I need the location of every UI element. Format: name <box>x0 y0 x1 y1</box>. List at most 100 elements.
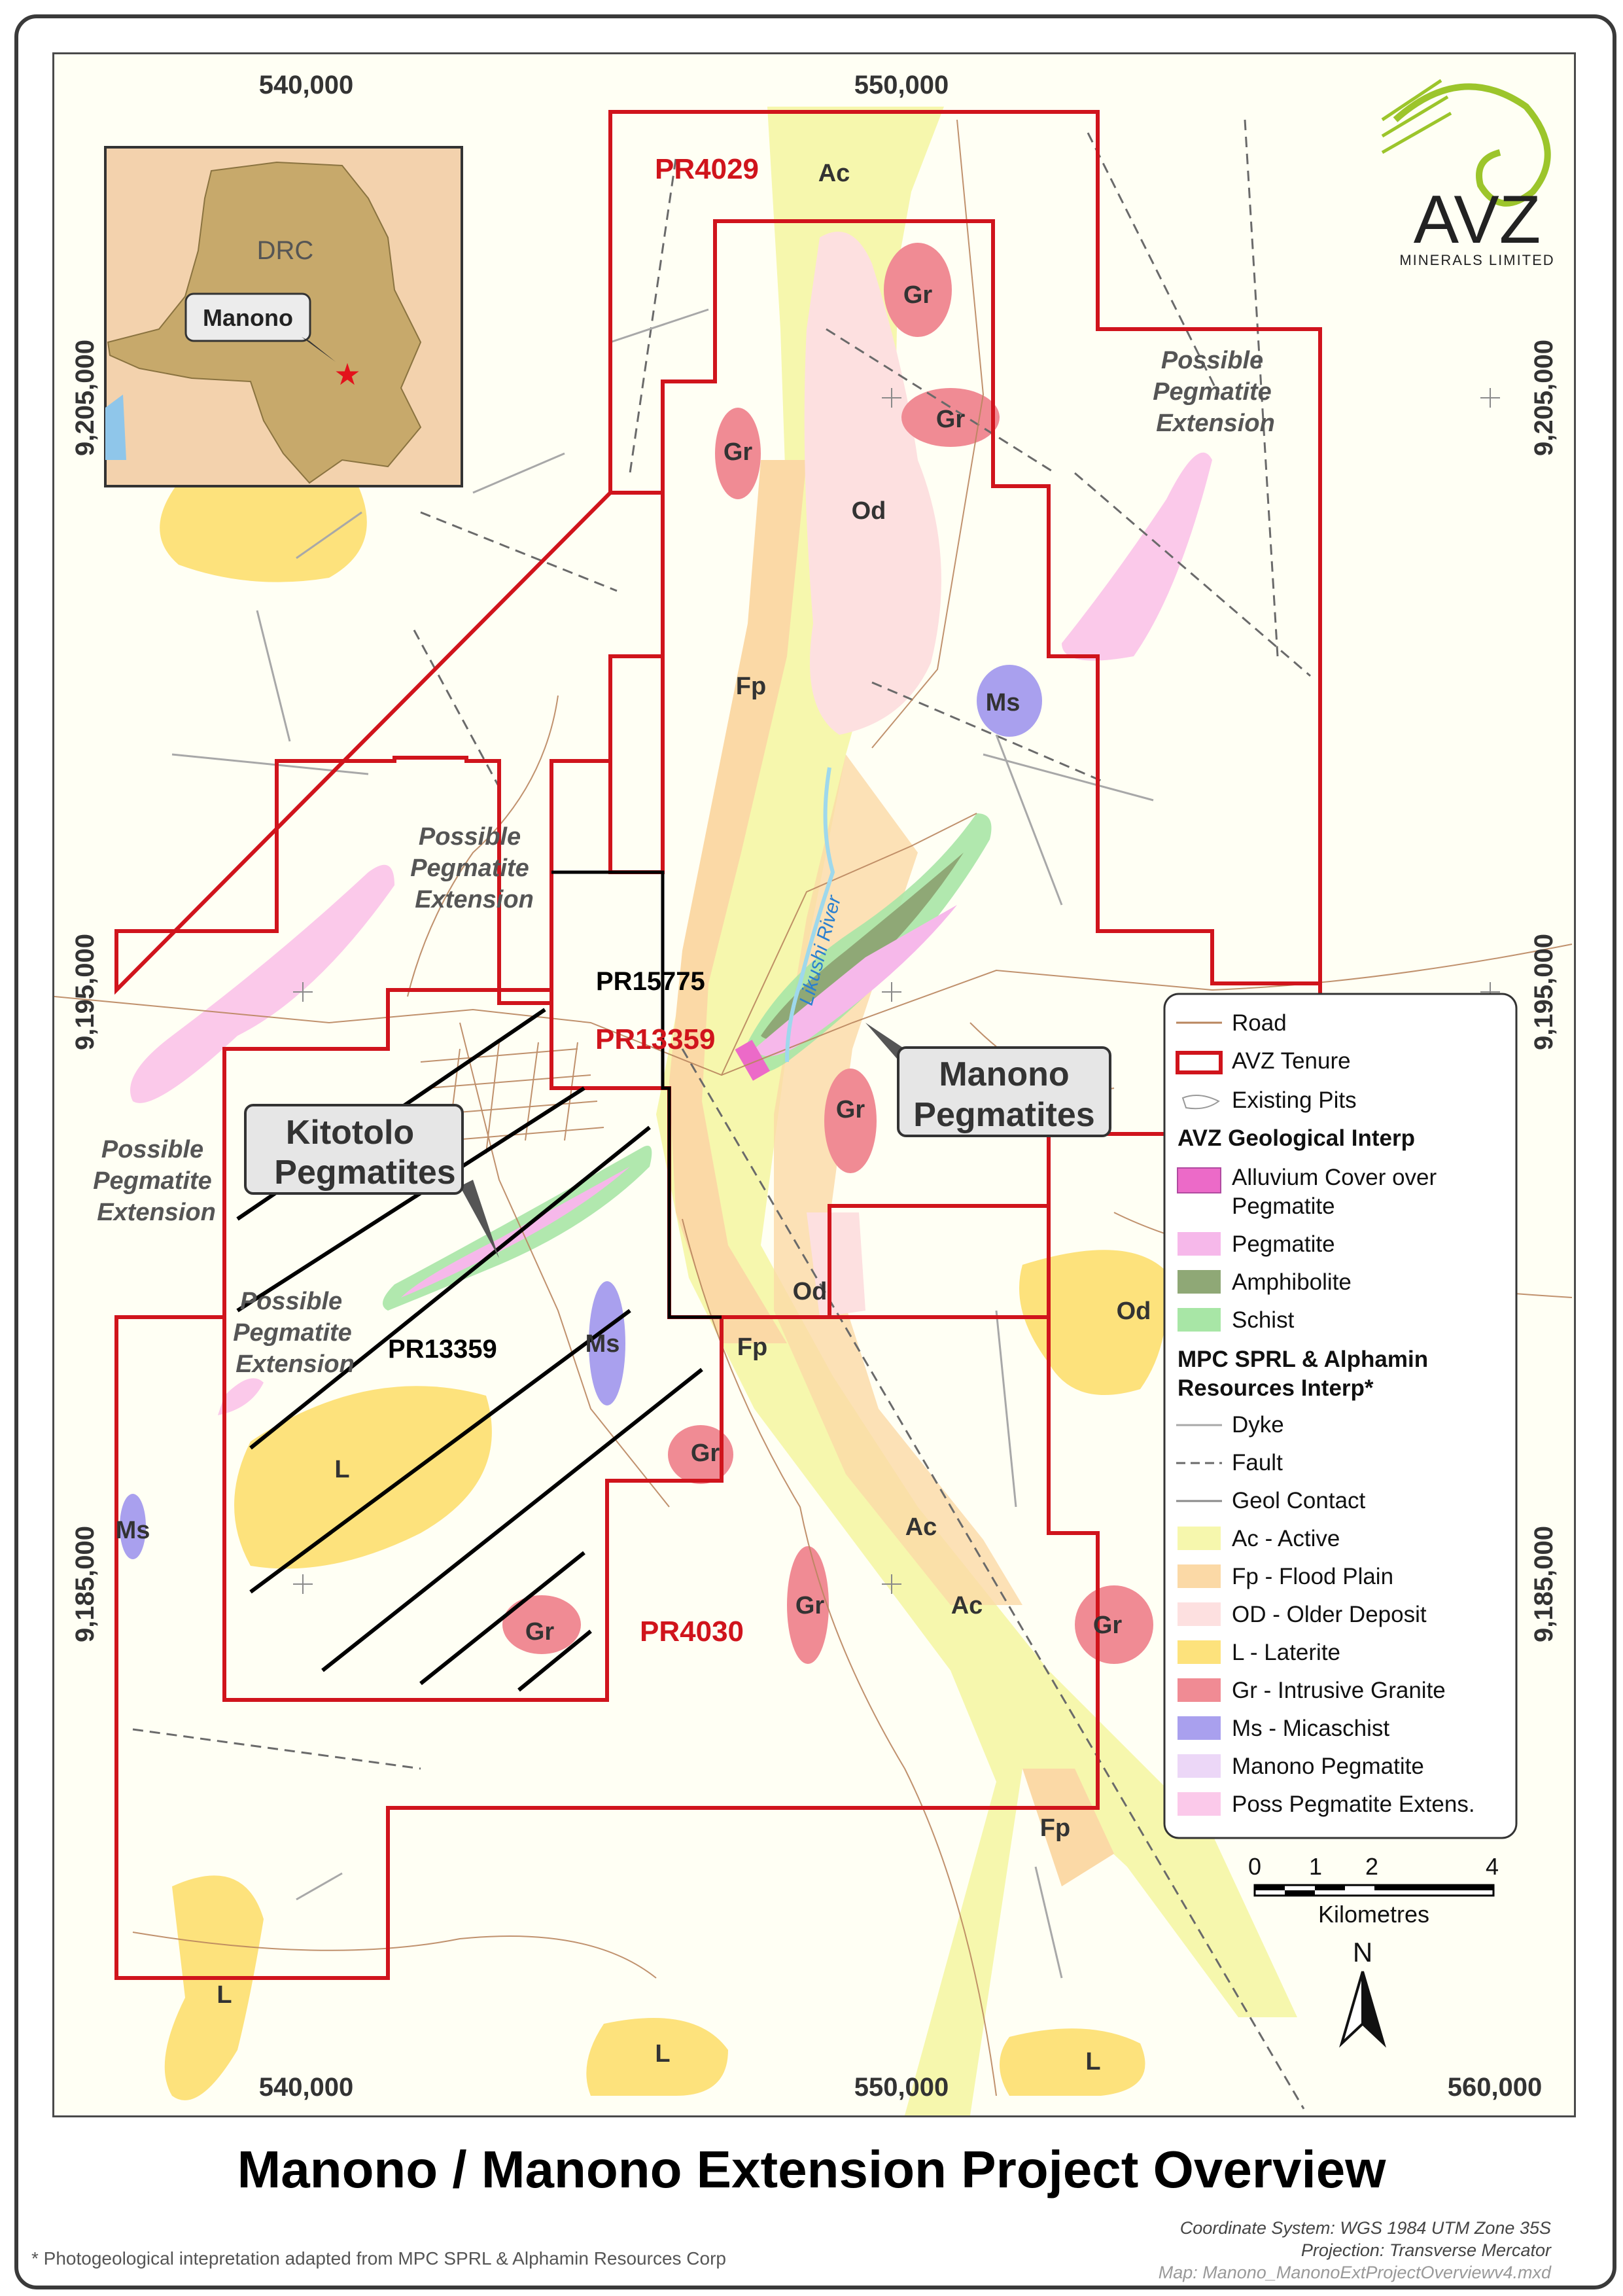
likushi-river <box>785 767 835 1063</box>
extension-label-line: Extension <box>236 1351 355 1378</box>
label-ac: Ac <box>905 1513 937 1541</box>
laterite-unit <box>234 1386 492 1569</box>
legend-alluvium: Alluvium Cover over <box>1232 1165 1437 1190</box>
kitotolo-pegmatite-body <box>383 1146 652 1311</box>
label-gr: Gr <box>903 281 933 309</box>
footnote: * Photogeological intepretation adapted … <box>31 2248 726 2269</box>
grid-labels: 540,000 550,000 540,000 550,000 560,000 … <box>71 71 1558 2102</box>
flood-plain-unit <box>669 460 807 1343</box>
grid-label-y: 9,195,000 <box>1529 934 1558 1050</box>
grid-label-y: 9,185,000 <box>1529 1526 1558 1642</box>
legend: Road AVZ Tenure Existing Pits AVZ Geolog… <box>1163 993 1518 1839</box>
scale-unit: Kilometres <box>1318 1901 1429 1928</box>
extension-label-line: Extension <box>415 886 534 913</box>
label-ms: Ms <box>116 1517 150 1544</box>
extension-label-line: Extension <box>1156 410 1275 437</box>
coordinate-info: Coordinate System: WGS 1984 UTM Zone 35S… <box>1159 2217 1551 2284</box>
logo-text: AVZ <box>1414 182 1541 258</box>
legend-laterite: L - Laterite <box>1232 1640 1340 1665</box>
grid-label-y: 9,205,000 <box>71 340 99 456</box>
flood-plain-unit <box>1022 1769 1114 1886</box>
label-od: Od <box>1117 1298 1151 1325</box>
grid-label-x: 540,000 <box>259 71 354 99</box>
legend-mpc-header: MPC SPRL & Alphamin <box>1178 1347 1428 1372</box>
label-ms: Ms <box>986 689 1021 716</box>
legend-schist: Schist <box>1232 1307 1295 1333</box>
extension-label-line: Pegmatite <box>410 855 529 882</box>
label-l: L <box>334 1456 349 1483</box>
legend-granite: Gr - Intrusive Granite <box>1232 1678 1446 1703</box>
label-fp: Fp <box>737 1333 767 1361</box>
legend-tenure: AVZ Tenure <box>1232 1048 1351 1074</box>
legend-micaschist: Ms - Micaschist <box>1232 1716 1389 1741</box>
extension-label-line: Possible <box>101 1136 203 1163</box>
extension-label-line: Pegmatite <box>233 1319 352 1347</box>
logo-subtext: MINERALS LIMITED <box>1399 252 1554 268</box>
extension-label-line: Pegmatite <box>1153 378 1272 406</box>
label-gr: Gr <box>936 406 966 433</box>
callout-line: Pegmatites <box>274 1154 455 1192</box>
laterite-unit <box>586 2018 728 2096</box>
legend-mpc-header-2: Resources Interp* <box>1178 1375 1374 1401</box>
legend-avz-header: AVZ Geological Interp <box>1178 1125 1415 1151</box>
label-fp: Fp <box>1040 1814 1070 1842</box>
manono-pegmatite-body <box>735 813 992 1081</box>
laterite-unit <box>1019 1250 1168 1395</box>
avz-logo: AVZ MINERALS LIMITED <box>1381 79 1554 268</box>
tenement-pr13359-kitotolo: PR13359 <box>388 1335 497 1364</box>
possible-extension-units <box>130 452 1212 1415</box>
kitotolo-callout: Kitotolo Pegmatites <box>244 1104 499 1258</box>
grid-label-x: 560,000 <box>1448 2073 1543 2102</box>
label-l: L <box>1085 2048 1100 2075</box>
scale-tick: 1 <box>1309 1853 1322 1880</box>
north-label: N <box>1353 1937 1372 1968</box>
callout-line: Pegmatites <box>913 1096 1094 1134</box>
grid-label-y: 9,205,000 <box>1529 340 1558 456</box>
inset-country-label: DRC <box>257 236 314 265</box>
label-gr: Gr <box>724 438 753 466</box>
inset-map: DRC Manono ★ <box>104 146 463 487</box>
map-area[interactable]: Ac Gr Gr Gr Od Fp Ms Gr Od Od Fp Ms Gr L… <box>52 52 1576 2117</box>
geology-map: Ac Gr Gr Gr Od Fp Ms Gr Od Od Fp Ms Gr L… <box>54 71 1573 2115</box>
older-deposit-unit <box>804 232 941 735</box>
label-gr: Gr <box>795 1592 825 1619</box>
map-file: Map: Manono_ManonoExtProjectOverviewv4.m… <box>1158 2263 1551 2282</box>
granite-units <box>502 243 1153 1664</box>
legend-poss-extension: Poss Pegmatite Extens. <box>1232 1792 1475 1817</box>
tenement-labels: PR4029 PR13359 PR15775 PR13359 PR4030 <box>388 153 759 1648</box>
label-gr: Gr <box>525 1618 555 1646</box>
extension-label-line: Possible <box>1161 347 1263 374</box>
label-l: L <box>655 2040 670 2068</box>
extension-label-line: Pegmatite <box>93 1167 212 1195</box>
fault-lines <box>132 119 1311 2110</box>
extension-label-line: Extension <box>97 1199 216 1226</box>
laterite-unit <box>1000 2028 1145 2096</box>
tenement-pr13359: PR13359 <box>595 1023 715 1055</box>
micaschist-units <box>120 665 1042 1559</box>
legend-fault: Fault <box>1232 1450 1283 1475</box>
legend-road: Road <box>1232 1010 1287 1036</box>
geology-code-labels: Ac Gr Gr Gr Od Fp Ms Gr Od Od Fp Ms Gr L… <box>116 160 1151 2075</box>
legend-contact: Geol Contact <box>1232 1488 1366 1513</box>
grid-label-x: 550,000 <box>854 71 949 99</box>
older-deposit-unit <box>807 1212 865 1317</box>
label-ms: Ms <box>585 1330 620 1358</box>
scale-tick: 4 <box>1486 1853 1499 1880</box>
label-ac: Ac <box>951 1592 983 1619</box>
inset-site-label: Manono <box>203 304 293 331</box>
label-gr: Gr <box>691 1439 720 1467</box>
manono-callout: Manono Pegmatites <box>865 1023 1111 1137</box>
grid-label-x: 540,000 <box>259 2073 354 2102</box>
pr15775-boundary <box>551 870 722 1319</box>
scale-bar: 0 1 2 4 Kilometres <box>1248 1853 1499 1928</box>
label-ac: Ac <box>818 160 850 187</box>
legend-pits: Existing Pits <box>1232 1087 1357 1113</box>
extension-label-line: Possible <box>240 1288 342 1315</box>
label-gr: Gr <box>1093 1612 1123 1639</box>
dyke-lines <box>171 308 1154 1979</box>
tenement-pr4029: PR4029 <box>655 153 759 185</box>
legend-pegmatite: Pegmatite <box>1232 1231 1335 1257</box>
grid-label-y: 9,185,000 <box>71 1526 99 1642</box>
page-title: Manono / Manono Extension Project Overvi… <box>237 2140 1386 2199</box>
label-l: L <box>217 1981 232 2009</box>
